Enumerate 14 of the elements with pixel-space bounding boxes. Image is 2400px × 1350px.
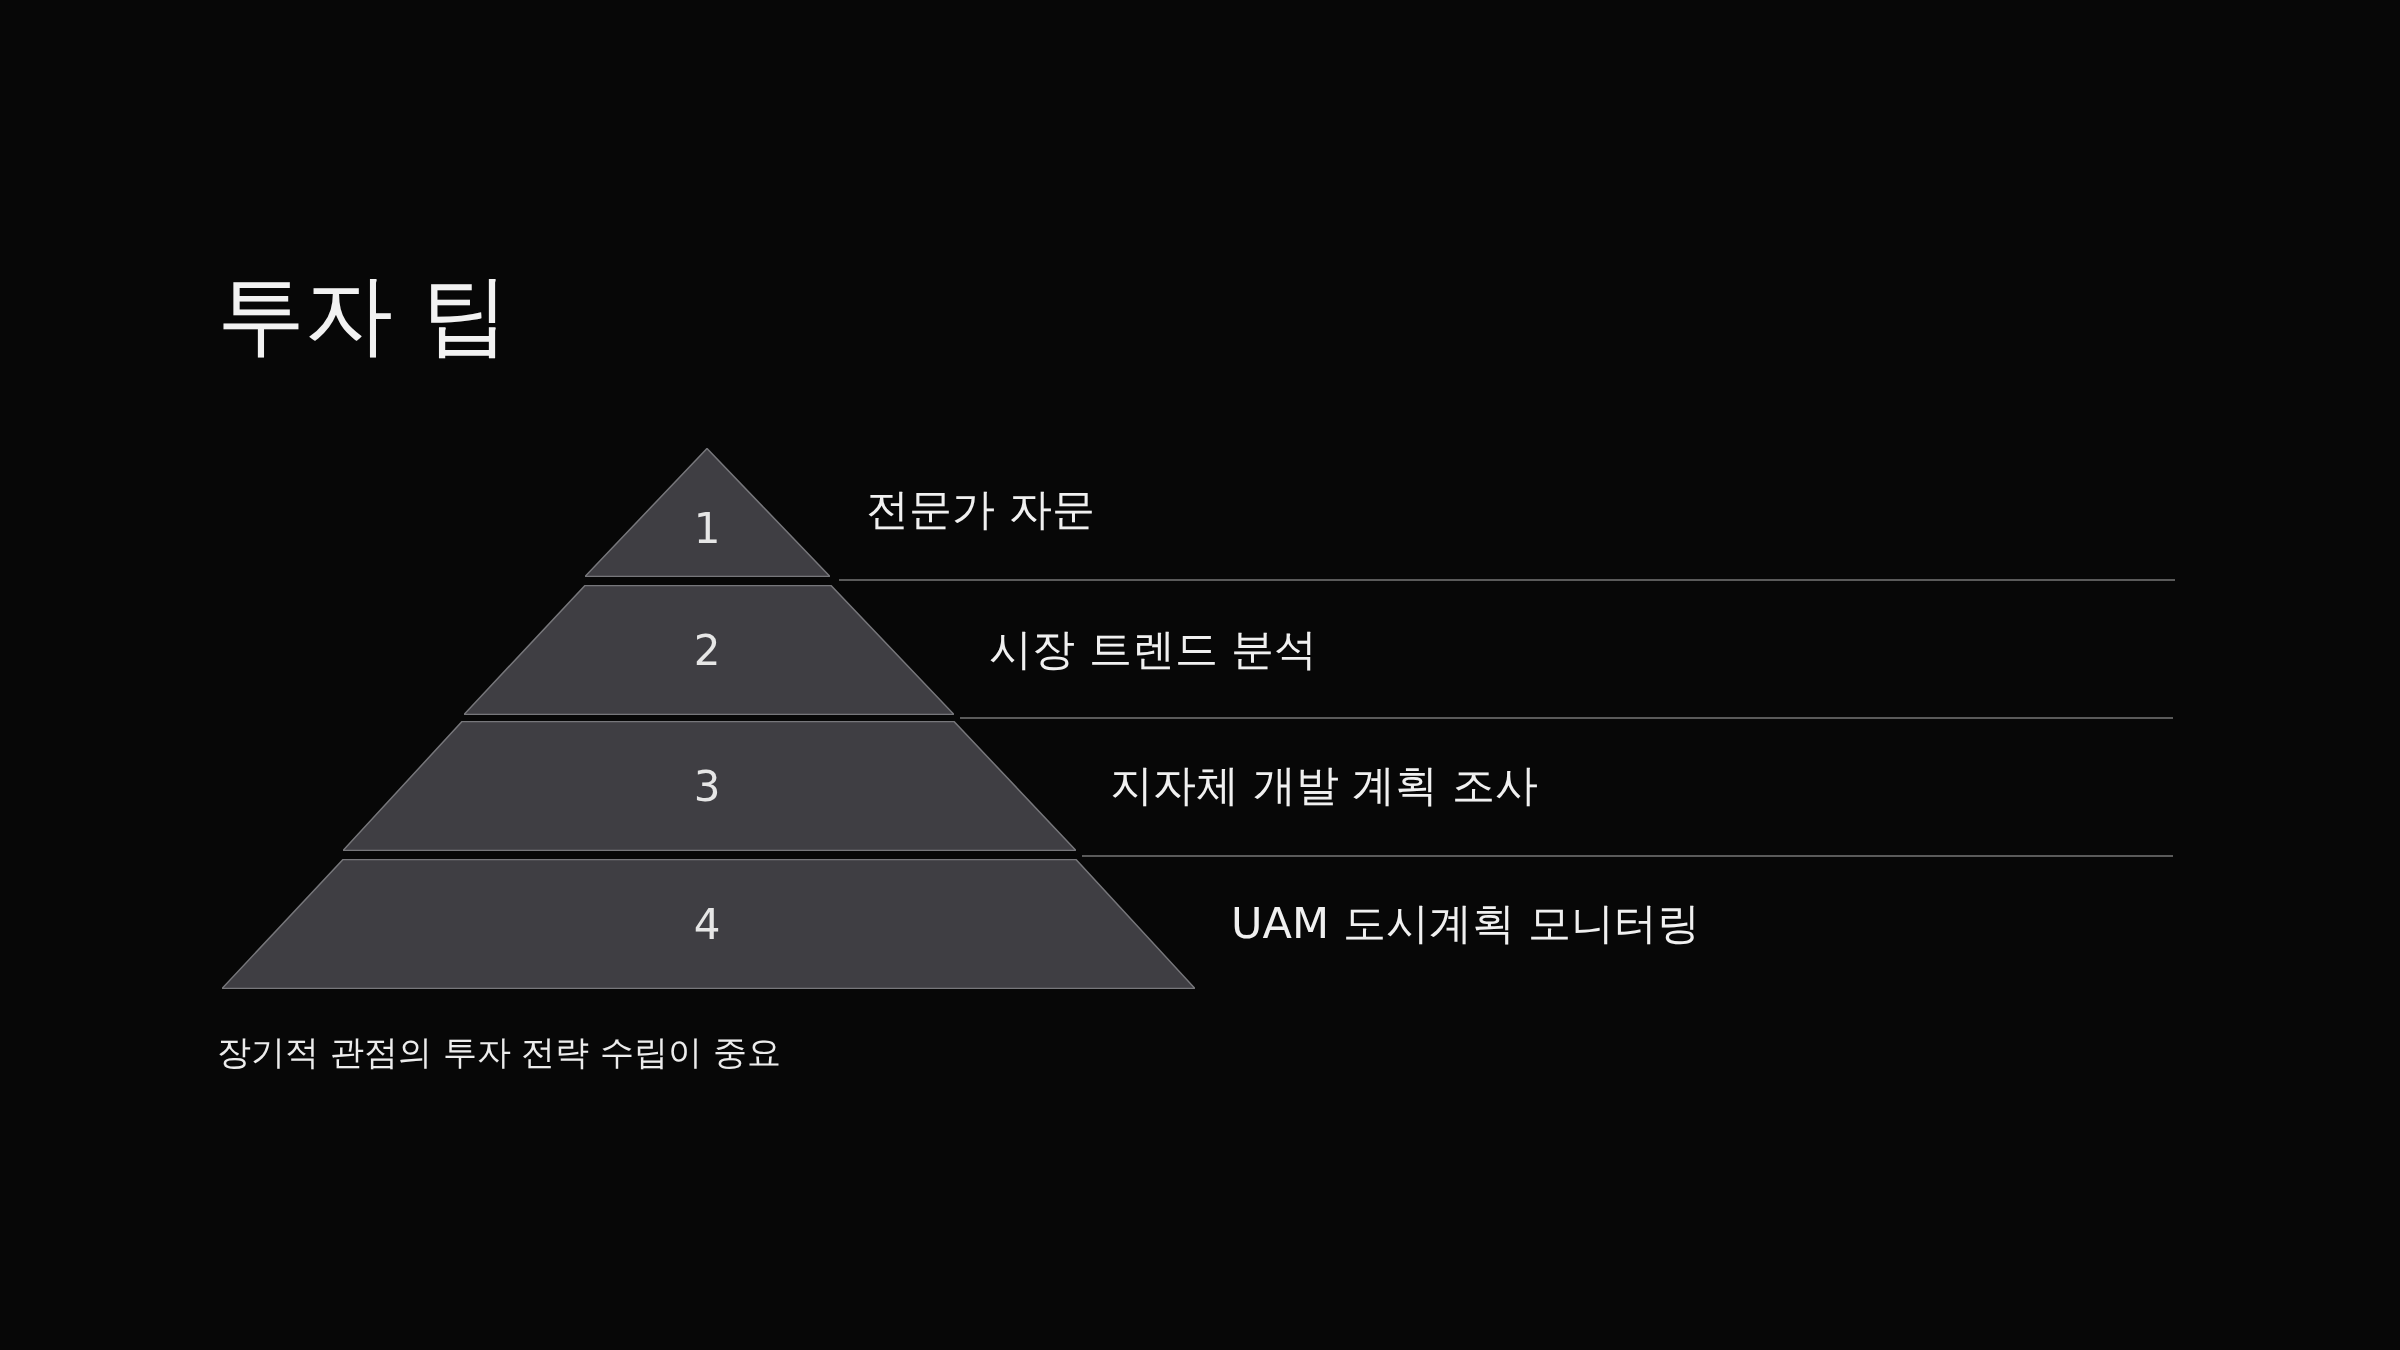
caption-text: 장기적 관점의 투자 전략 수립이 중요 xyxy=(217,1031,782,1074)
tier-number: 2 xyxy=(693,625,721,675)
tier-label: UAM 도시계획 모니터링 xyxy=(1231,897,1701,950)
tier-number: 1 xyxy=(693,503,721,553)
pyramid-tier xyxy=(222,859,1195,989)
tier-number: 4 xyxy=(693,899,721,949)
pyramid-tier xyxy=(343,721,1076,851)
slide-title: 투자 팁 xyxy=(217,262,509,368)
tier-number: 3 xyxy=(693,761,721,811)
pyramid-tier xyxy=(464,585,954,715)
pyramid-tier xyxy=(585,448,830,577)
tier-label: 시장 트렌드 분석 xyxy=(989,623,1318,676)
tier-label: 지자체 개발 계획 조사 xyxy=(1110,759,1538,812)
tier-label: 전문가 자문 xyxy=(866,482,1095,536)
